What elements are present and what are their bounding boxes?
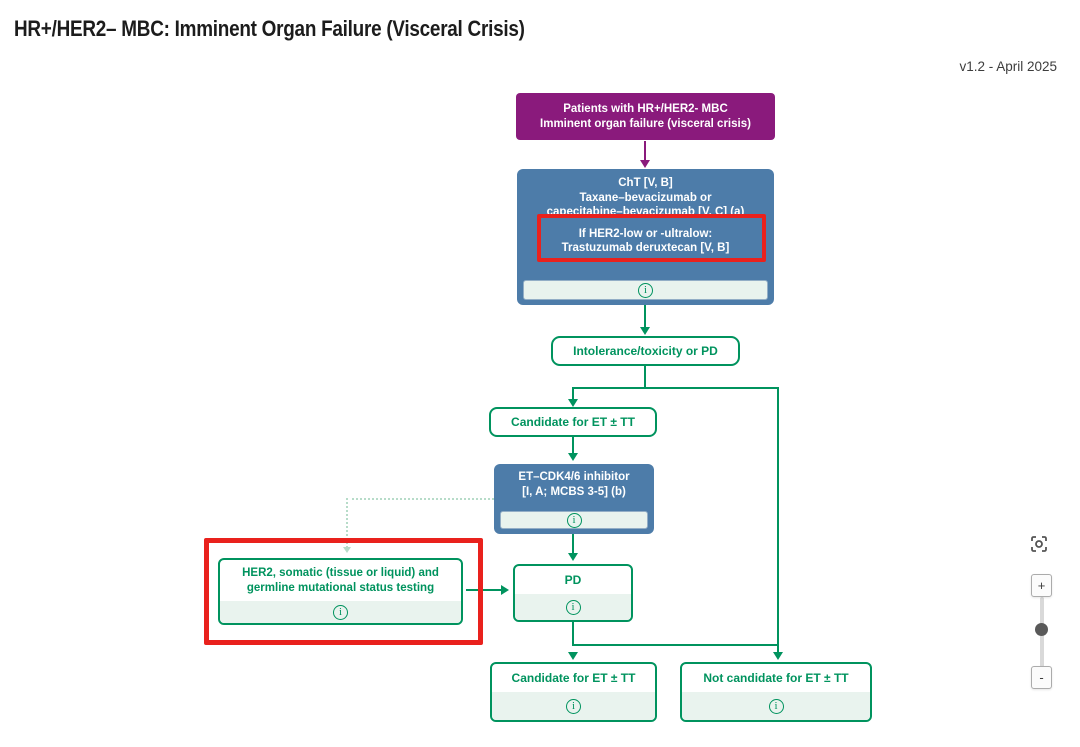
node-patients-start: Patients with HR+/HER2- MBC Imminent org… <box>516 93 775 140</box>
node-her2-testing-line1: HER2, somatic (tissue or liquid) and <box>242 567 439 579</box>
info-icon[interactable]: i <box>566 698 581 714</box>
node-cht-line4: If HER2-low or -ultralow: <box>578 227 713 240</box>
her2-testing-info-button[interactable]: i <box>220 601 461 623</box>
node-cht-line2: Taxane–bevacizumab or <box>579 191 712 204</box>
connector-pd-stem <box>572 622 574 646</box>
connector-split-left-drop <box>572 387 574 400</box>
connector-intolerance-split <box>572 387 779 389</box>
connector-candidate-to-etcdk <box>572 437 574 454</box>
reset-view-button[interactable] <box>1028 534 1050 556</box>
arrowhead-dotted-to-testing <box>343 547 351 553</box>
connector-start-to-cht <box>644 141 646 161</box>
connector-dotted-etcdk-to-testing-v <box>346 498 348 548</box>
node-not-candidate: Not candidate for ET ± TT i <box>680 662 872 722</box>
info-icon[interactable]: i <box>565 599 581 615</box>
zoom-slider-handle[interactable] <box>1035 623 1048 636</box>
node-cht-line3: capecitabine–bevacizumab [V, C] (a) <box>546 206 745 218</box>
info-icon[interactable]: i <box>333 604 348 620</box>
arrowhead-start-to-cht <box>640 160 650 168</box>
arrowhead-to-candidate-mid <box>568 399 578 407</box>
node-intolerance-label: Intolerance/toxicity or PD <box>573 344 718 358</box>
node-pd-label: PD <box>564 573 582 587</box>
node-not-candidate-label: Not candidate for ET ± TT <box>703 671 849 685</box>
page-title: HR+/HER2– MBC: Imminent Organ Failure (V… <box>14 16 525 41</box>
zoom-out-button[interactable]: - <box>1031 666 1052 689</box>
node-patients-line1: Patients with HR+/HER2- MBC <box>563 102 728 115</box>
node-her2-testing: HER2, somatic (tissue or liquid) and ger… <box>218 558 463 625</box>
arrowhead-cht-to-intolerance <box>640 327 650 335</box>
node-et-cdk46: ET–CDK4/6 inhibitor [I, A; MCBS 3-5] (b)… <box>494 464 654 534</box>
center-focus-icon <box>1031 535 1047 552</box>
arrowhead-candidate-to-etcdk <box>568 453 578 461</box>
node-candidate-mid: Candidate for ET ± TT <box>489 407 657 437</box>
pd-info-button[interactable]: i <box>515 594 631 620</box>
et-cdk46-info-button[interactable]: i <box>500 511 648 529</box>
connector-etcdk-to-pd <box>572 534 574 554</box>
arrowhead-to-candidate-bottom <box>568 652 578 660</box>
not-candidate-info-button[interactable]: i <box>682 692 870 720</box>
arrowhead-to-not-candidate <box>773 652 783 660</box>
node-intolerance: Intolerance/toxicity or PD <box>551 336 740 366</box>
connector-cht-to-intolerance <box>644 305 646 328</box>
connector-intolerance-stem <box>644 366 646 387</box>
connector-testing-to-pd <box>466 589 502 591</box>
node-et-cdk46-line1: ET–CDK4/6 inhibitor <box>518 471 630 483</box>
node-pd: PD i <box>513 564 633 622</box>
version-label: v1.2 - April 2025 <box>959 59 1057 74</box>
arrowhead-testing-to-pd <box>501 585 509 595</box>
node-cht: ChT [V, B] Taxane–bevacizumab or capecit… <box>517 169 774 305</box>
node-candidate-bottom-label: Candidate for ET ± TT <box>511 671 636 685</box>
info-icon[interactable]: i <box>768 698 784 714</box>
connector-bottom-split <box>572 644 779 646</box>
node-her2-testing-line2: germline mutational status testing <box>246 582 435 594</box>
node-et-cdk46-line2: [I, A; MCBS 3-5] (b) <box>522 485 626 498</box>
node-cht-line5: Trastuzumab deruxtecan [V, B] <box>561 242 730 254</box>
connector-split-right-drop <box>777 387 779 652</box>
zoom-in-button[interactable]: + <box>1031 574 1052 597</box>
arrowhead-etcdk-to-pd <box>568 553 578 561</box>
info-icon[interactable]: i <box>638 282 653 298</box>
info-icon[interactable]: i <box>566 512 582 528</box>
candidate-bottom-info-button[interactable]: i <box>492 692 655 720</box>
node-patients-line2: Imminent organ failure (visceral crisis) <box>540 117 751 130</box>
node-candidate-bottom: Candidate for ET ± TT i <box>490 662 657 722</box>
node-candidate-mid-label: Candidate for ET ± TT <box>511 415 635 429</box>
cht-info-button[interactable]: i <box>523 280 768 300</box>
connector-dotted-etcdk-to-testing-h <box>352 498 494 500</box>
node-cht-line1: ChT [V, B] <box>618 177 673 189</box>
